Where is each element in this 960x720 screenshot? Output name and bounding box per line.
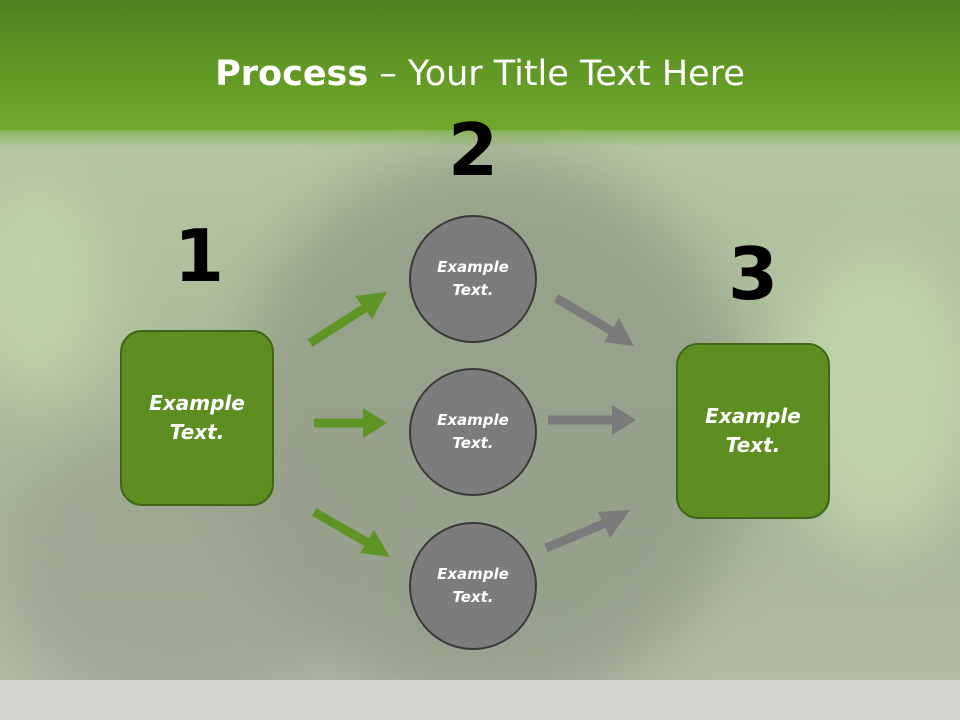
arrow-1-to-middle [314,408,387,438]
slide-title-bold: Process [215,54,369,94]
arrow-middle-to-3 [548,405,636,435]
arrow-1-to-top [307,292,387,347]
step-3-box: Example Text. [676,343,830,519]
arrow-top-to-3 [553,294,634,346]
arrow-bottom-to-3 [544,510,630,553]
step-1-label: Example Text. [149,391,245,444]
node-middle: Example Text. [409,368,537,496]
step-number-1: 1 [173,214,225,298]
node-top-label: Example Text. [437,258,509,299]
footer-bar [0,680,960,720]
arrow-1-to-bottom [311,508,390,557]
node-bottom-label: Example Text. [437,565,509,606]
step-3-label: Example Text. [705,404,801,457]
title-bar-fade [0,125,960,147]
node-top: Example Text. [409,215,537,343]
step-1-box: Example Text. [120,330,274,506]
step-number-2: 2 [447,108,499,192]
node-bottom: Example Text. [409,522,537,650]
step-number-3: 3 [727,232,779,316]
node-middle-label: Example Text. [437,411,509,452]
slide-title: Process – Your Title Text Here [0,52,960,96]
title-bar [0,0,960,130]
slide-title-rest: – Your Title Text Here [368,54,745,94]
